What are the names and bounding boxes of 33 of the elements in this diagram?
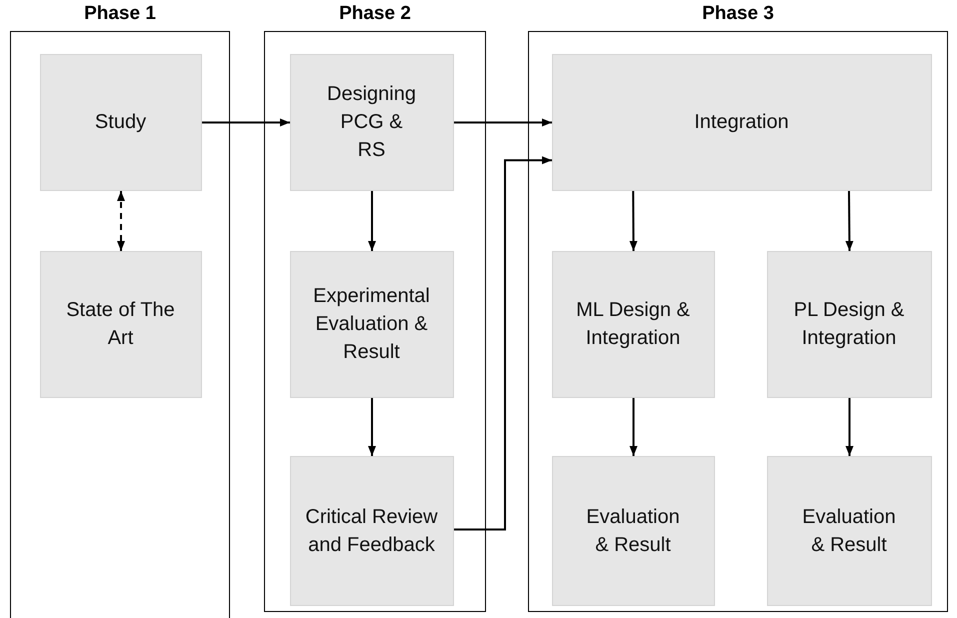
process-box [290,252,452,396]
box-label: Evaluation & Result [801,504,897,558]
phase-heading: Phase 1 [84,3,156,24]
arrow [201,118,290,126]
process-box [40,54,200,190]
phase-heading: Phase 3 [702,3,774,24]
box-label: Experimental Evaluation & Result [312,284,431,365]
box-label: PL Design & Integration [792,298,906,351]
arrow [453,118,552,126]
arrow [368,397,376,456]
box-label: Designing PCG & RS [326,82,417,163]
process-box [552,252,714,396]
phase-heading: Phase 2 [339,3,411,24]
process-box [768,252,930,396]
box-label: Critical Review and Feedback [304,504,439,558]
process-box [290,54,452,190]
arrow [846,397,854,456]
arrow [117,191,125,251]
box-label: Study [94,110,148,135]
box-label: Integration [693,110,790,135]
box-label: State of The Art [65,298,176,351]
process-box [552,456,714,604]
process-box [552,54,930,190]
arrow [453,156,552,531]
process-box [290,456,452,604]
arrow [629,190,638,251]
process-box [40,252,200,396]
arrow [630,397,638,456]
box-label: ML Design & Integration [575,298,691,351]
process-box [768,456,930,604]
arrow [368,190,376,251]
arrow [845,190,854,252]
box-label: Evaluation & Result [585,504,681,558]
